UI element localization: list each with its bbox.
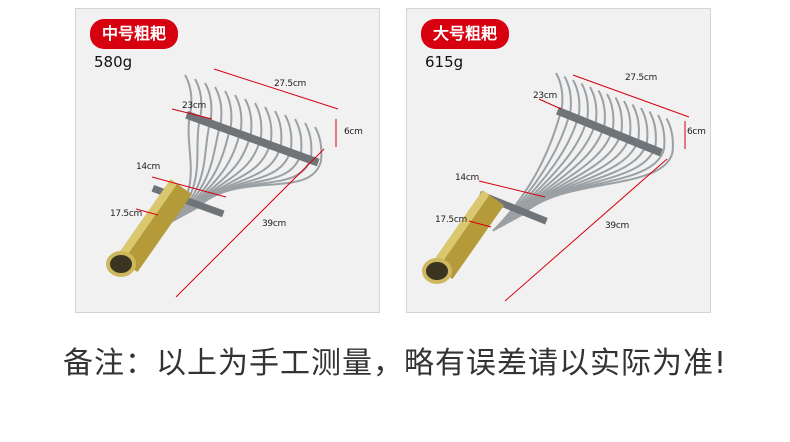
rake-tine — [501, 86, 598, 227]
rake-tine — [505, 93, 615, 225]
rake-tine — [496, 79, 581, 230]
product-weight: 580g — [94, 53, 133, 71]
measure-total-length: 39cm — [262, 219, 286, 229]
product-title-badge: 大号粗耙 — [421, 19, 510, 49]
measure-total-length: 39cm — [605, 221, 629, 231]
measure-tine-height: 6cm — [344, 127, 363, 137]
measure-neck-length: 17.5cm — [435, 215, 467, 225]
measure-bar-width: 14cm — [455, 173, 479, 183]
rake-tine — [503, 90, 606, 226]
measure-tine-height: 6cm — [687, 127, 706, 137]
rake-tine — [184, 106, 273, 216]
measure-bar-width: 14cm — [136, 162, 160, 172]
measure-rail-length: 23cm — [533, 91, 557, 101]
measurement-disclaimer: 备注：以上为手工测量，略有误差请以实际为准! — [62, 346, 728, 381]
measure-neck-length: 17.5cm — [110, 209, 142, 219]
rake-tine — [195, 126, 323, 210]
rake-tine — [520, 118, 674, 217]
rake-illustration-large — [422, 72, 690, 302]
rake-tine — [498, 83, 589, 229]
rake-tine — [492, 72, 564, 232]
product-panel-medium: 中号粗耙 580g 27.5cm 23cm 6cm 14cm 17.5cm 39… — [75, 8, 380, 313]
measure-width-top: 27.5cm — [274, 79, 306, 89]
rake-illustration-medium — [106, 68, 339, 298]
product-title-badge: 中号粗耙 — [90, 19, 179, 49]
product-weight: 615g — [425, 53, 464, 71]
rake-tine — [187, 110, 283, 214]
product-panel-large: 大号粗耙 615g 27.5cm 23cm 6cm 14cm 17.5cm 39… — [406, 8, 711, 313]
rake-tine — [182, 102, 263, 217]
rake-tine — [494, 76, 572, 231]
rake-tine — [507, 97, 623, 224]
measure-rail-length: 23cm — [182, 101, 206, 111]
measure-width-top: 27.5cm — [625, 73, 657, 83]
